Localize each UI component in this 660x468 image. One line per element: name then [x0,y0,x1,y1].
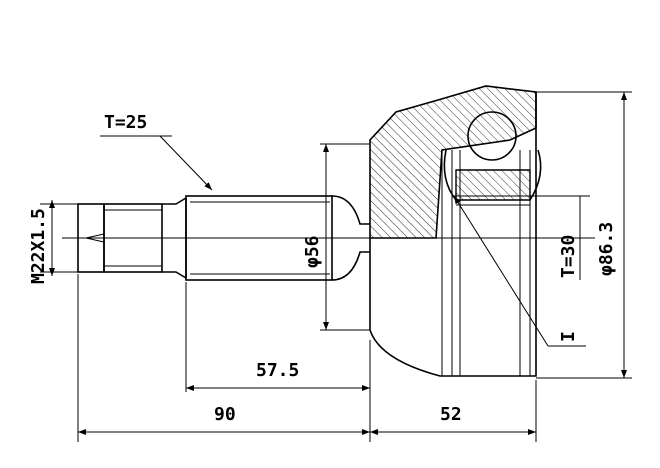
shaft-dia-label: φ56 [302,235,323,268]
spline-shaft [185,195,370,281]
thread-size-label: M22X1.5 [28,208,49,284]
dim-90-label: 90 [214,404,236,425]
thread-torque-label: T=25 [104,112,147,133]
outer-dia-label: φ86.3 [596,222,617,276]
ball-cage [443,111,542,206]
outer-housing [369,85,537,377]
dim-52-label: 52 [440,404,462,425]
inner-torque-label: T=30 [558,235,579,278]
dim-57-label: 57.5 [256,360,299,381]
inner-mark-label: I [558,331,579,342]
